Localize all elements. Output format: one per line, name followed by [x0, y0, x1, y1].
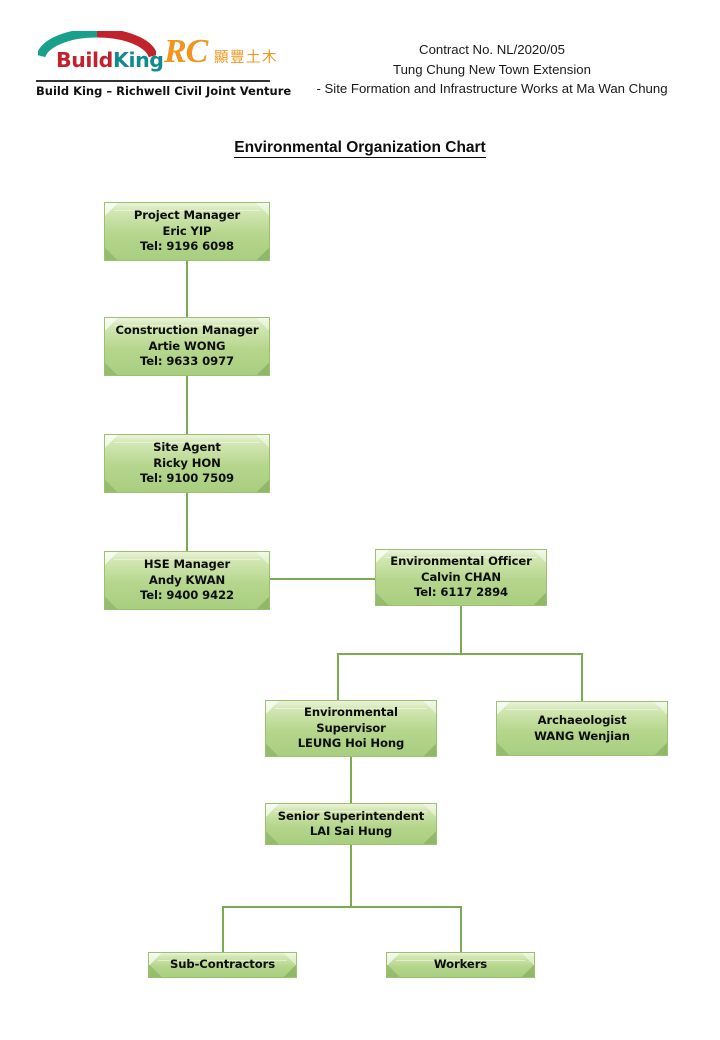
node-hse-manager-line-3: Tel: 9400 9422 [139, 588, 235, 603]
node-archaeologist-text: Archaeologist WANG Wenjian [524, 713, 640, 744]
connector-bus-to-workers [460, 906, 462, 954]
node-site-agent-line-2: Ricky HON [153, 455, 221, 470]
joint-venture-logo: BuildKing RC 顯豐土木 Build King – Richwell … [36, 30, 292, 102]
node-environmental-officer[interactable]: Environmental Officer Calvin CHAN Tel: 6… [375, 549, 547, 606]
node-senior-superintendent-text: Senior Superintendent LAI Sai Hung [268, 809, 434, 840]
node-environmental-officer-line-3: Tel: 6117 2894 [413, 585, 509, 600]
connector-bus-to-archaeologist [581, 653, 583, 701]
node-project-manager-line-3: Tel: 9196 6098 [139, 239, 235, 254]
build-king-logo: BuildKing [36, 30, 164, 76]
node-environmental-supervisor-text: Environmental Supervisor LEUNG Hoi Hong [288, 705, 414, 752]
project-scope-line: - Site Formation and Infrastructure Work… [316, 81, 668, 96]
node-site-agent-text: Site Agent Ricky HON Tel: 9100 7509 [130, 440, 244, 487]
logo-divider [36, 80, 270, 82]
node-workers-text: Workers [424, 957, 497, 973]
node-construction-manager-line-2: Artie WONG [148, 338, 226, 353]
node-senior-superintendent[interactable]: Senior Superintendent LAI Sai Hung [265, 803, 437, 845]
node-construction-manager-line-3: Tel: 9633 0977 [139, 354, 235, 369]
page-title: Environmental Organization Chart [0, 139, 720, 158]
connector-sa-to-hse [186, 493, 188, 551]
contract-number-line: Contract No. NL/2020/05 [419, 42, 565, 57]
node-sub-contractors[interactable]: Sub-Contractors [148, 952, 297, 978]
node-archaeologist[interactable]: Archaeologist WANG Wenjian [496, 701, 668, 756]
connector-envsup-to-seniorsup [350, 757, 352, 803]
node-hse-manager[interactable]: HSE Manager Andy KWAN Tel: 9400 9422 [104, 551, 270, 610]
node-environmental-officer-line-2: Calvin CHAN [421, 569, 501, 584]
node-construction-manager[interactable]: Construction Manager Artie WONG Tel: 963… [104, 317, 270, 376]
node-project-manager-line-1: Project Manager [133, 208, 241, 223]
node-site-agent[interactable]: Site Agent Ricky HON Tel: 9100 7509 [104, 434, 270, 493]
node-archaeologist-line-1: Archaeologist [537, 713, 627, 727]
node-sub-contractors-text: Sub-Contractors [160, 957, 285, 973]
build-king-word-king: King [112, 48, 164, 72]
node-workers[interactable]: Workers [386, 952, 535, 978]
build-king-wordmark: BuildKing [56, 48, 164, 72]
connector-bus-to-subcontractors [222, 906, 224, 954]
node-senior-superintendent-line-1: Senior Superintendent [277, 808, 425, 823]
node-construction-manager-line-1: Construction Manager [115, 323, 259, 338]
connector-hse-to-eo [270, 578, 375, 580]
page-title-text: Environmental Organization Chart [234, 139, 486, 158]
node-environmental-officer-text: Environmental Officer Calvin CHAN Tel: 6… [380, 554, 542, 601]
node-environmental-supervisor-line-3: LEUNG Hoi Hong [297, 736, 405, 751]
node-project-manager[interactable]: Project Manager Eric YIP Tel: 9196 6098 [104, 202, 270, 261]
node-site-agent-line-3: Tel: 9100 7509 [139, 471, 235, 486]
node-environmental-officer-line-1: Environmental Officer [390, 554, 532, 569]
build-king-word-build: Build [56, 48, 113, 72]
node-construction-manager-text: Construction Manager Artie WONG Tel: 963… [105, 323, 268, 370]
node-senior-superintendent-line-2: LAI Sai Hung [309, 824, 393, 838]
node-hse-manager-line-2: Andy KWAN [148, 572, 226, 587]
node-hse-manager-text: HSE Manager Andy KWAN Tel: 9400 9422 [130, 557, 244, 604]
project-name-line: Tung Chung New Town Extension [393, 61, 591, 77]
connector-bottom-bus [222, 906, 462, 908]
connector-cm-to-sa [186, 376, 188, 434]
node-hse-manager-line-1: HSE Manager [143, 557, 231, 572]
richwell-civil-logo: RC 顯豐土木 [164, 32, 278, 76]
connector-bus-to-env-supervisor [337, 653, 339, 701]
node-environmental-supervisor-line-1: Environmental [304, 705, 398, 720]
node-site-agent-line-1: Site Agent [153, 440, 221, 455]
connector-eo-stem [460, 606, 462, 654]
node-archaeologist-line-2: WANG Wenjian [534, 728, 630, 743]
build-king-arc-icon [38, 31, 156, 57]
joint-venture-name: Build King – Richwell Civil Joint Ventur… [36, 84, 292, 98]
contract-header-text: Contract No. NL/2020/05 Tung Chung New T… [282, 40, 702, 99]
node-environmental-supervisor-line-2: Supervisor [316, 720, 386, 735]
node-project-manager-line-2: Eric YIP [162, 223, 212, 238]
richwell-rc-letters: RC [164, 33, 208, 70]
node-sub-contractors-line-1: Sub-Contractors [169, 957, 276, 972]
page-header: BuildKing RC 顯豐土木 Build King – Richwell … [0, 0, 720, 120]
connector-pm-to-cm [186, 261, 188, 317]
node-environmental-supervisor[interactable]: Environmental Supervisor LEUNG Hoi Hong [265, 700, 437, 757]
connector-seniorsup-stem [350, 845, 352, 907]
node-project-manager-text: Project Manager Eric YIP Tel: 9196 6098 [124, 208, 250, 255]
richwell-chinese-name: 顯豐土木 [214, 50, 278, 66]
connector-eo-branch-bus [337, 653, 583, 655]
node-workers-line-1: Workers [433, 957, 488, 972]
